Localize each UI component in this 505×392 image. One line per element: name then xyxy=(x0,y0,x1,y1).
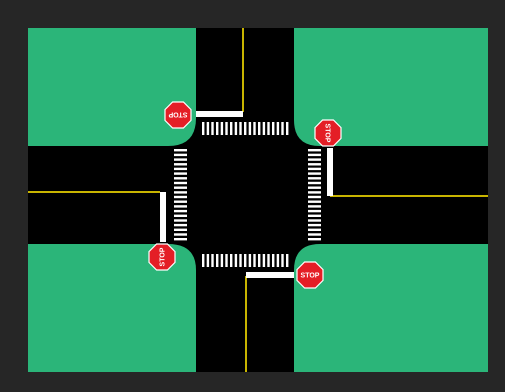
crosswalk-stripe xyxy=(308,158,321,160)
crosswalk-stripe xyxy=(230,254,232,267)
crosswalk-stripe xyxy=(308,205,321,207)
crosswalk-stripe xyxy=(244,122,246,135)
crosswalk-stripe xyxy=(277,122,279,135)
crosswalk-stripe xyxy=(225,122,227,135)
crosswalk-stripe xyxy=(174,238,187,240)
crosswalk-stripe xyxy=(174,224,187,226)
crosswalk-stripe xyxy=(216,122,218,135)
crosswalk-stripe xyxy=(308,196,321,198)
crosswalk-stripe xyxy=(308,229,321,231)
stop-sign-sw: STOP xyxy=(149,244,175,270)
crosswalk-stripe xyxy=(308,224,321,226)
crosswalk-stripe xyxy=(308,163,321,165)
stop-sign-nw: STOP xyxy=(165,102,191,128)
crosswalk-stripe xyxy=(174,219,187,221)
crosswalk-stripe xyxy=(239,122,241,135)
stop-sign-se: STOP xyxy=(297,262,323,288)
crosswalk-stripe xyxy=(174,172,187,174)
crosswalk-stripe xyxy=(225,254,227,267)
crosswalk-stripe xyxy=(308,154,321,156)
stop-sign-se-label: STOP xyxy=(301,273,320,280)
crosswalk-stripe xyxy=(263,122,265,135)
crosswalk-stripe xyxy=(211,122,213,135)
crosswalk-stripe xyxy=(263,254,265,267)
crosswalk-stripe xyxy=(308,215,321,217)
stop-line-east xyxy=(327,148,333,196)
grass-se xyxy=(294,244,488,372)
crosswalk-stripe xyxy=(308,168,321,170)
crosswalk-stripe xyxy=(308,182,321,184)
crosswalk-stripe xyxy=(174,205,187,207)
crosswalk-stripe xyxy=(174,210,187,212)
crosswalk-stripe xyxy=(258,254,260,267)
crosswalk-stripe xyxy=(244,254,246,267)
crosswalk-stripe xyxy=(216,254,218,267)
stop-sign-nw-label: STOP xyxy=(168,111,187,118)
crosswalk-stripe xyxy=(308,187,321,189)
crosswalk-stripe xyxy=(308,149,321,151)
crosswalk-stripe xyxy=(174,201,187,203)
crosswalk-stripe xyxy=(272,122,274,135)
crosswalk-stripe xyxy=(207,122,209,135)
crosswalk-stripe xyxy=(221,122,223,135)
crosswalk-stripe xyxy=(253,254,255,267)
crosswalk-stripe xyxy=(249,254,251,267)
crosswalk-stripe xyxy=(221,254,223,267)
crosswalk-stripe xyxy=(253,122,255,135)
crosswalk-stripe xyxy=(281,254,283,267)
crosswalk-stripe xyxy=(267,254,269,267)
crosswalk-stripe xyxy=(174,229,187,231)
crosswalk-stripe xyxy=(308,233,321,235)
crosswalk-stripe xyxy=(174,158,187,160)
crosswalk-stripe xyxy=(174,149,187,151)
crosswalk-stripe xyxy=(286,254,288,267)
crosswalk-stripe xyxy=(174,196,187,198)
crosswalk-stripe xyxy=(207,254,209,267)
crosswalk-stripe xyxy=(281,122,283,135)
crosswalk-stripe xyxy=(174,191,187,193)
crosswalk-stripe xyxy=(239,254,241,267)
crosswalk-stripe xyxy=(235,254,237,267)
crosswalk-stripe xyxy=(174,163,187,165)
crosswalk-stripe xyxy=(308,219,321,221)
grass-nw xyxy=(28,28,196,146)
crosswalk-stripe xyxy=(308,172,321,174)
crosswalk-stripe xyxy=(267,122,269,135)
crosswalk-stripe xyxy=(235,122,237,135)
crosswalk-stripe xyxy=(174,233,187,235)
stop-line-north xyxy=(196,111,243,117)
crosswalk-stripe xyxy=(308,238,321,240)
crosswalk-stripe xyxy=(174,177,187,179)
crosswalk-stripe xyxy=(308,210,321,212)
crosswalk-stripe xyxy=(277,254,279,267)
crosswalk-stripe xyxy=(174,215,187,217)
stop-line-south xyxy=(246,272,294,278)
stop-sign-ne: STOP xyxy=(315,120,341,146)
stop-sign-sw-label: STOP xyxy=(160,247,167,266)
crosswalk-stripe xyxy=(202,254,204,267)
crosswalk-stripe xyxy=(211,254,213,267)
crosswalk-stripe xyxy=(202,122,204,135)
crosswalk-stripe xyxy=(286,122,288,135)
crosswalk-stripe xyxy=(308,177,321,179)
crosswalk-stripe xyxy=(272,254,274,267)
crosswalk-stripe xyxy=(308,191,321,193)
crosswalk-stripe xyxy=(258,122,260,135)
crosswalk-stripe xyxy=(249,122,251,135)
stop-sign-ne-label: STOP xyxy=(324,124,331,143)
crosswalk-stripe xyxy=(174,168,187,170)
crosswalk-stripe xyxy=(174,182,187,184)
crosswalk-stripe xyxy=(174,187,187,189)
stop-line-west xyxy=(160,192,166,242)
crosswalk-stripe xyxy=(174,154,187,156)
crosswalk-stripe xyxy=(308,201,321,203)
crosswalk-stripe xyxy=(230,122,232,135)
